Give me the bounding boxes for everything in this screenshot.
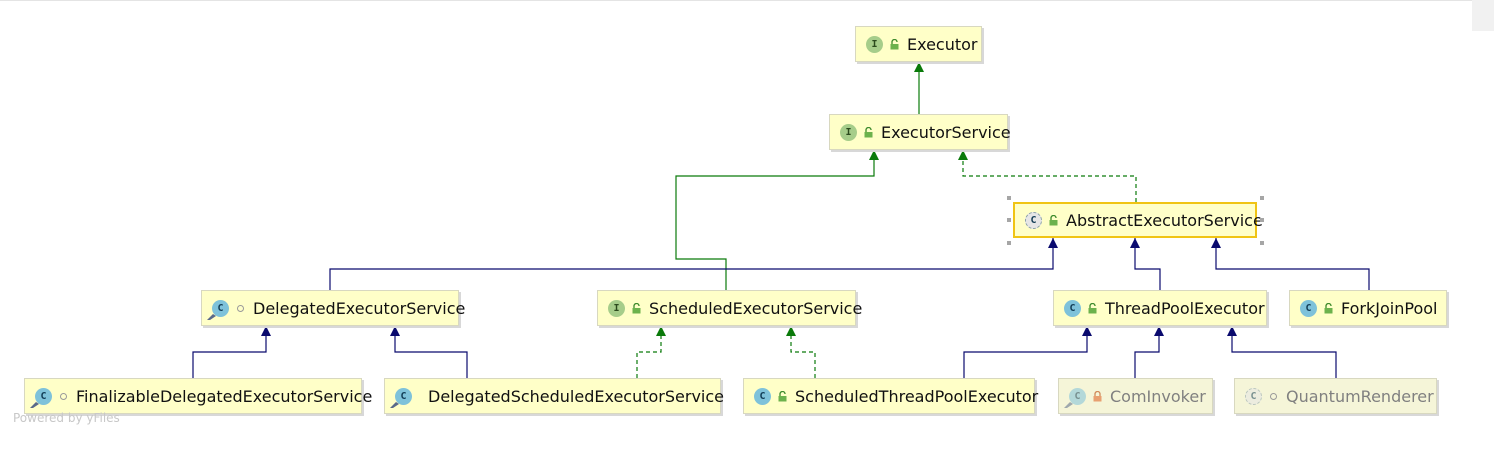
edge-abstractexecutorservice-implements-executorservice xyxy=(958,150,1137,202)
node-scheduled-thread-pool-executor[interactable]: C ScheduledThreadPoolExecutor xyxy=(743,378,1039,414)
private-locked-icon xyxy=(1093,390,1102,401)
package-private-icon xyxy=(237,304,244,312)
node-label: ExecutorService xyxy=(881,122,1011,142)
edge-scheduledexecutorservice-extends-executorservice xyxy=(675,150,879,290)
node-label: ScheduledThreadPoolExecutor xyxy=(795,386,1039,406)
selection-handle[interactable] xyxy=(1260,218,1264,222)
edge-cominvoker-extends-threadpool xyxy=(1134,326,1164,378)
edge-threadpoolexecutor-extends-abstractexecutorservice xyxy=(1130,238,1161,290)
interface-icon: I xyxy=(840,123,857,141)
edge-quantumrenderer-extends-threadpool xyxy=(1227,326,1337,378)
node-delegated-scheduled-executor-service[interactable]: C DelegatedScheduledExecutorService xyxy=(384,378,725,414)
node-executor-service[interactable]: I ExecutorService xyxy=(829,114,1011,150)
node-finalizable-delegated-executor-service[interactable]: C FinalizableDelegatedExecutorService xyxy=(24,378,372,414)
abstract-class-icon: C xyxy=(1245,387,1262,405)
edge-finalizable-extends-delegated xyxy=(192,326,271,378)
class-icon: C xyxy=(30,387,52,408)
node-executor[interactable]: I Executor xyxy=(855,26,982,62)
interface-icon: I xyxy=(608,299,625,317)
class-icon: C xyxy=(1064,299,1081,317)
node-label: QuantumRenderer xyxy=(1286,386,1434,406)
edge-scheduledthreadpool-extends-threadpool xyxy=(963,326,1092,378)
class-icon: C xyxy=(390,387,412,408)
top-border xyxy=(0,0,1494,1)
package-private-icon xyxy=(60,392,67,400)
class-icon: C xyxy=(754,387,771,405)
public-unlocked-icon xyxy=(1049,214,1058,225)
node-label: ThreadPoolExecutor xyxy=(1105,298,1265,318)
selection-handle[interactable] xyxy=(1007,241,1011,245)
public-unlocked-icon xyxy=(890,38,899,49)
interface-icon: I xyxy=(866,35,883,53)
edge-forkjoinpool-extends-abstractexecutorservice xyxy=(1211,238,1370,290)
scroll-corner xyxy=(1472,0,1494,31)
public-unlocked-icon xyxy=(1324,302,1333,313)
abstract-class-icon: C xyxy=(1025,211,1042,229)
node-label: DelegatedExecutorService xyxy=(253,298,466,318)
node-abstract-executor-service[interactable]: C AbstractExecutorService xyxy=(1013,202,1263,238)
node-label: ComInvoker xyxy=(1110,386,1206,406)
node-scheduled-executor-service[interactable]: I ScheduledExecutorService xyxy=(597,290,862,326)
public-unlocked-icon xyxy=(632,302,641,313)
selection-handle[interactable] xyxy=(1260,196,1264,200)
node-delegated-executor-service[interactable]: C DelegatedExecutorService xyxy=(201,290,465,326)
class-icon: C xyxy=(1064,387,1086,408)
public-unlocked-icon xyxy=(778,390,787,401)
public-unlocked-icon xyxy=(864,126,873,137)
selection-handle[interactable] xyxy=(1007,218,1011,222)
selection-handle[interactable] xyxy=(1260,241,1264,245)
edge-delegatedexecutorservice-extends-abstractexecutorservice xyxy=(329,238,1058,290)
node-quantum-renderer[interactable]: C QuantumRenderer xyxy=(1234,378,1437,414)
class-icon: C xyxy=(1300,299,1317,317)
node-com-invoker[interactable]: C ComInvoker xyxy=(1058,378,1213,414)
node-thread-pool-executor[interactable]: C ThreadPoolExecutor xyxy=(1053,290,1267,326)
selection-handle[interactable] xyxy=(1007,196,1011,200)
node-label: Executor xyxy=(907,34,978,54)
node-label: ScheduledExecutorService xyxy=(649,298,863,318)
node-label: ForkJoinPool xyxy=(1341,298,1438,318)
node-fork-join-pool[interactable]: C ForkJoinPool xyxy=(1289,290,1447,326)
node-label: FinalizableDelegatedExecutorService xyxy=(76,386,373,406)
edge-delegatedscheduled-extends-delegated xyxy=(390,326,468,378)
class-icon: C xyxy=(207,299,229,320)
edge-delegatedscheduled-implements-scheduledexecutorservice xyxy=(636,326,666,378)
node-label: AbstractExecutorService xyxy=(1066,210,1263,230)
yfiles-credit: Powered by yFiles xyxy=(13,411,120,425)
edge-scheduledthreadpool-implements-scheduledexecutorservice xyxy=(786,326,816,378)
package-private-icon xyxy=(1270,392,1277,400)
node-label: DelegatedScheduledExecutorService xyxy=(428,386,725,406)
public-unlocked-icon xyxy=(1088,302,1097,313)
